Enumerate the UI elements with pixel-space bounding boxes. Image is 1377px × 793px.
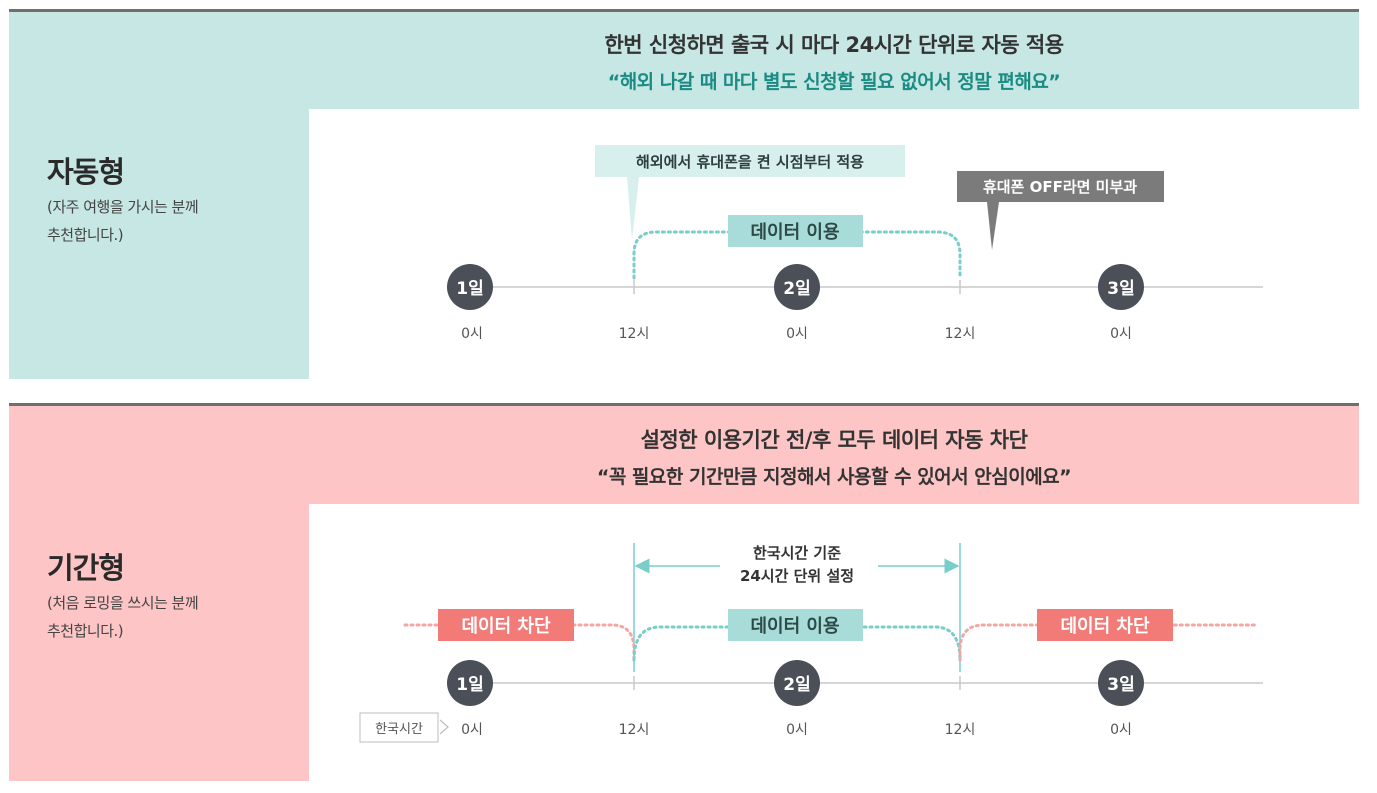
auto-header: 한번 신청하면 출국 시 마다 24시간 단위로 자동 적용 “해외 나갈 때 … bbox=[309, 29, 1359, 94]
period-headline: 설정한 이용기간 전/후 모두 데이터 자동 차단 bbox=[640, 428, 1028, 452]
period-panel: 설정한 이용기간 전/후 모두 데이터 자동 차단 “꼭 필요한 기간만큼 지정… bbox=[9, 403, 1359, 781]
period-desc-line2: 추천합니다.) bbox=[47, 622, 124, 640]
period-diagram-area bbox=[309, 504, 1359, 781]
auto-desc-line1: (자주 여행을 가시는 분께 bbox=[47, 198, 199, 216]
period-header: 설정한 이용기간 전/후 모두 데이터 자동 차단 “꼭 필요한 기간만큼 지정… bbox=[309, 424, 1359, 489]
auto-quote: “해외 나갈 때 마다 별도 신청할 필요 없어서 정말 편해요” bbox=[607, 71, 1061, 93]
period-title: 기간형 bbox=[47, 551, 125, 585]
auto-desc-line2: 추천합니다.) bbox=[47, 226, 124, 244]
auto-side: 자동형 (자주 여행을 가시는 분께 추천합니다.) bbox=[9, 9, 309, 379]
auto-desc: (자주 여행을 가시는 분께 추천합니다.) bbox=[47, 193, 199, 249]
period-side: 기간형 (처음 로밍을 쓰시는 분께 추천합니다.) bbox=[9, 403, 309, 781]
auto-title: 자동형 bbox=[47, 155, 125, 189]
auto-diagram-area bbox=[309, 109, 1359, 379]
period-quote: “꼭 필요한 기간만큼 지정해서 사용할 수 있어서 안심이에요” bbox=[596, 466, 1072, 488]
period-desc-line1: (처음 로밍을 쓰시는 분께 bbox=[47, 594, 199, 612]
auto-top-bar bbox=[9, 9, 1359, 12]
auto-panel: 한번 신청하면 출국 시 마다 24시간 단위로 자동 적용 “해외 나갈 때 … bbox=[9, 9, 1359, 379]
period-top-bar bbox=[9, 403, 1359, 406]
auto-headline: 한번 신청하면 출국 시 마다 24시간 단위로 자동 적용 bbox=[604, 33, 1064, 57]
period-desc: (처음 로밍을 쓰시는 분께 추천합니다.) bbox=[47, 589, 199, 645]
